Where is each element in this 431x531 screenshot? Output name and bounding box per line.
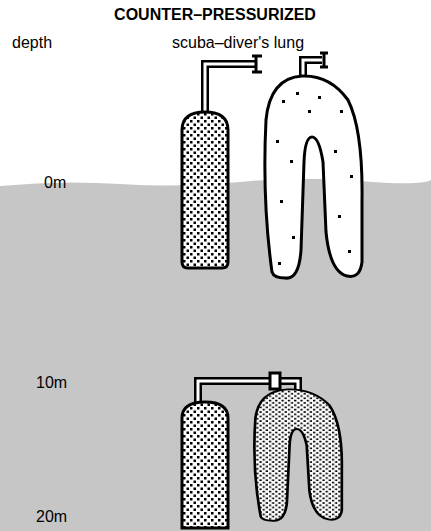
column-heading: depth xyxy=(12,34,52,52)
column-heading: scuba–diver's lung xyxy=(172,34,304,52)
depth-mark: 0m xyxy=(44,174,66,192)
depth-mark: 20m xyxy=(36,508,67,526)
depth-mark: 10m xyxy=(36,374,67,392)
lung-depth xyxy=(254,389,341,520)
lung-surface xyxy=(265,53,362,278)
title: COUNTER–PRESSURIZED xyxy=(114,6,316,24)
lung-depth-fill xyxy=(254,389,341,520)
air-tank-surface xyxy=(182,56,262,268)
